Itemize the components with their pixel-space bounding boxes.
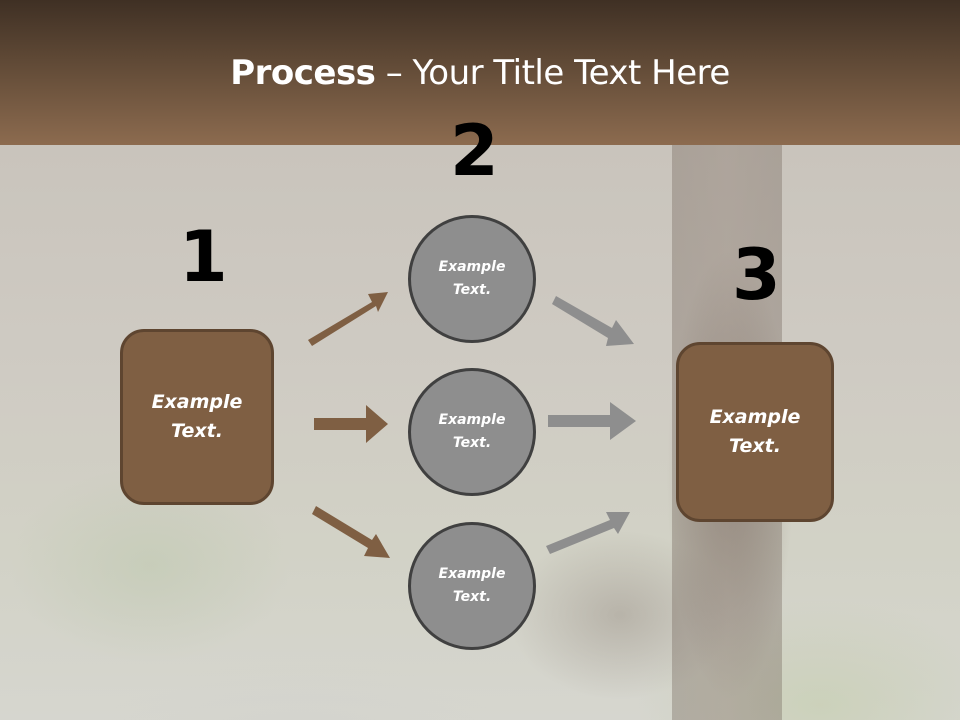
step-1-text-line2: Text.	[171, 420, 223, 442]
slide-title: Process – Your Title Text Here	[0, 53, 960, 93]
step-1-text-line1: Example	[151, 391, 243, 413]
brown-arrows	[308, 292, 390, 558]
arrow-right-icon	[314, 405, 388, 443]
step-3-text-line2: Text.	[729, 435, 781, 457]
arrow-right-gray-icon	[548, 402, 636, 440]
arrow-down-right-icon	[312, 506, 390, 558]
step-3-text-line1: Example	[709, 406, 801, 428]
arrow-up-right-icon	[308, 292, 388, 346]
step-3-box[interactable]: Example Text.	[676, 342, 834, 522]
circle-1-text-line2: Text.	[452, 282, 492, 298]
step-number-1: 1	[179, 216, 228, 298]
title-bold: Process	[230, 53, 376, 93]
circle-3-text-line2: Text.	[452, 589, 492, 605]
circle-2-text-line1: Example	[438, 412, 506, 428]
step-number-2: 2	[450, 110, 499, 192]
step-number-3: 3	[732, 234, 781, 316]
step-1-box[interactable]: Example Text.	[120, 329, 274, 505]
title-rest: – Your Title Text Here	[375, 53, 731, 93]
arrow-up-right-gray-icon	[546, 512, 630, 554]
step-2-circle-3[interactable]: Example Text.	[408, 522, 536, 650]
title-bar: Process – Your Title Text Here	[0, 0, 960, 145]
gray-arrows	[546, 296, 636, 554]
step-2-circle-1[interactable]: Example Text.	[408, 215, 536, 343]
step-2-circle-2[interactable]: Example Text.	[408, 368, 536, 496]
arrow-down-right-gray-icon	[552, 296, 634, 346]
circle-1-text-line1: Example	[438, 259, 506, 275]
circle-3-text-line1: Example	[438, 566, 506, 582]
circle-2-text-line2: Text.	[452, 435, 492, 451]
